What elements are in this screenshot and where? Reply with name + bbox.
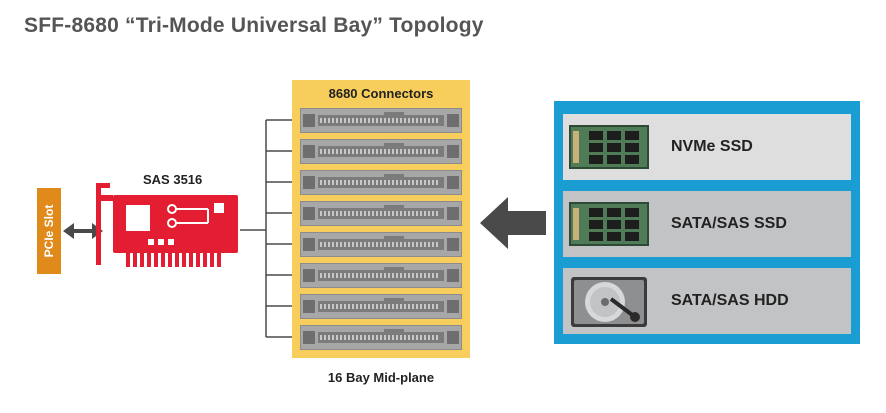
drive-nvme-ssd: NVMe SSD: [563, 114, 851, 180]
drive-label: SATA/SAS HDD: [671, 292, 789, 309]
hard-drive-icon: [571, 277, 647, 327]
sff-8680-connector: [300, 263, 462, 288]
ssd-board-icon: [569, 202, 649, 246]
sff-8680-connector: [300, 201, 462, 226]
sff-8680-connector: [300, 232, 462, 257]
connector-panel-label: 8680 Connectors: [328, 86, 434, 101]
insert-arrow-icon: [480, 197, 546, 249]
drive-label: NVMe SSD: [671, 138, 753, 155]
sff-8680-connector: [300, 294, 462, 319]
sff-8680-connector: [300, 108, 462, 133]
pcie-slot-label: PCIe Slot: [42, 204, 56, 258]
connector-panel: 8680 Connectors: [292, 80, 470, 358]
diagram-title: SFF-8680 “Tri-Mode Universal Bay” Topolo…: [24, 14, 484, 37]
drive-options-box: NVMe SSD SATA/SAS SSD SATA/SAS HDD: [554, 101, 860, 344]
ssd-board-icon: [569, 125, 649, 169]
drive-sata-sas-hdd: SATA/SAS HDD: [563, 268, 851, 334]
drive-label: SATA/SAS SSD: [671, 215, 787, 232]
controller-label: SAS 3516: [143, 172, 203, 187]
controller-card-icon: [96, 183, 238, 267]
sff-8680-connector: [300, 325, 462, 350]
midplane-label: 16 Bay Mid-plane: [327, 370, 435, 385]
pcie-slot: PCIe Slot: [37, 188, 61, 274]
connector-wiring: [240, 119, 300, 338]
sff-8680-connector: [300, 139, 462, 164]
drive-sata-sas-ssd: SATA/SAS SSD: [563, 191, 851, 257]
sff-8680-connector: [300, 170, 462, 195]
